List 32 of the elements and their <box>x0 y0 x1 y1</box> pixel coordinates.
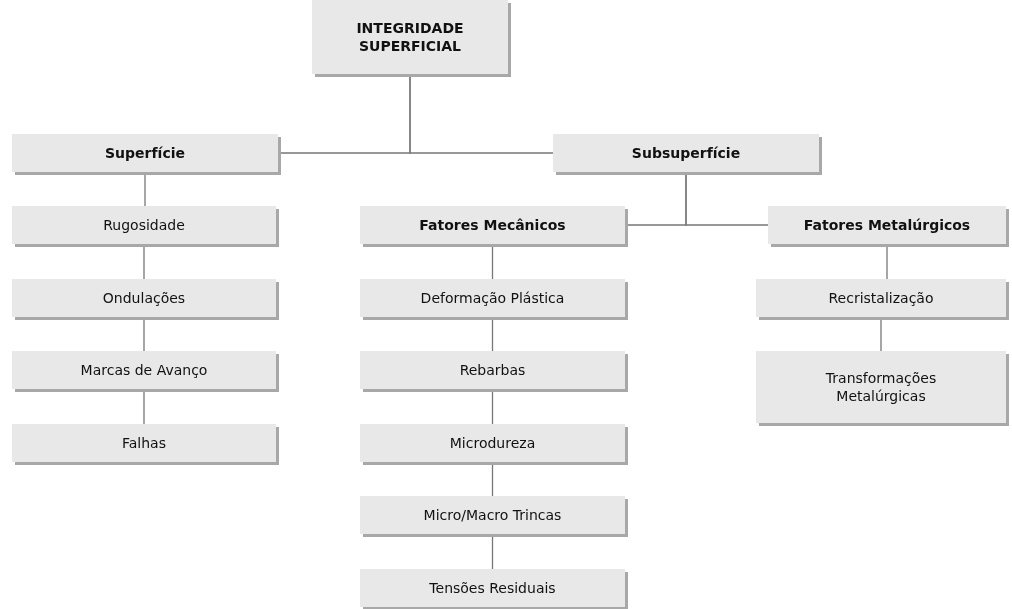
box-label: Fatores Metalúrgicos <box>802 215 972 235</box>
box-label: Rugosidade <box>102 215 186 235</box>
box-label: Falhas <box>121 433 167 453</box>
box-label: Deformação Plástica <box>419 288 566 308</box>
heading-box <box>12 134 278 172</box>
box-label: Micro/Macro Trincas <box>422 505 563 525</box>
process-box <box>360 424 625 462</box>
process-box <box>360 279 625 317</box>
process-box <box>12 351 276 389</box>
box-label: Superfície <box>104 143 186 163</box>
box-label: Subsuperfície <box>630 143 742 163</box>
box-label: Marcas de Avanço <box>79 360 209 380</box>
box-label: INTEGRIDADE SUPERFICIAL <box>355 18 465 56</box>
box-label: Rebarbas <box>458 360 527 380</box>
box-label: Microdureza <box>448 433 537 453</box>
box-label: Transformações Metalúrgicas <box>824 368 938 406</box>
heading-box <box>312 0 508 74</box>
process-box <box>12 206 276 244</box>
process-box <box>756 279 1006 317</box>
process-box <box>12 424 276 462</box>
heading-box <box>768 206 1006 244</box>
process-box <box>12 279 276 317</box>
box-label: Ondulações <box>101 288 187 308</box>
box-label: Tensões Residuais <box>428 578 557 598</box>
box-label: Fatores Mecânicos <box>418 215 567 235</box>
box-label: Recristalização <box>827 288 935 308</box>
process-box <box>360 496 625 534</box>
heading-box <box>553 134 819 172</box>
process-box <box>360 569 625 607</box>
process-box <box>360 351 625 389</box>
heading-box <box>360 206 625 244</box>
process-box <box>756 351 1006 423</box>
